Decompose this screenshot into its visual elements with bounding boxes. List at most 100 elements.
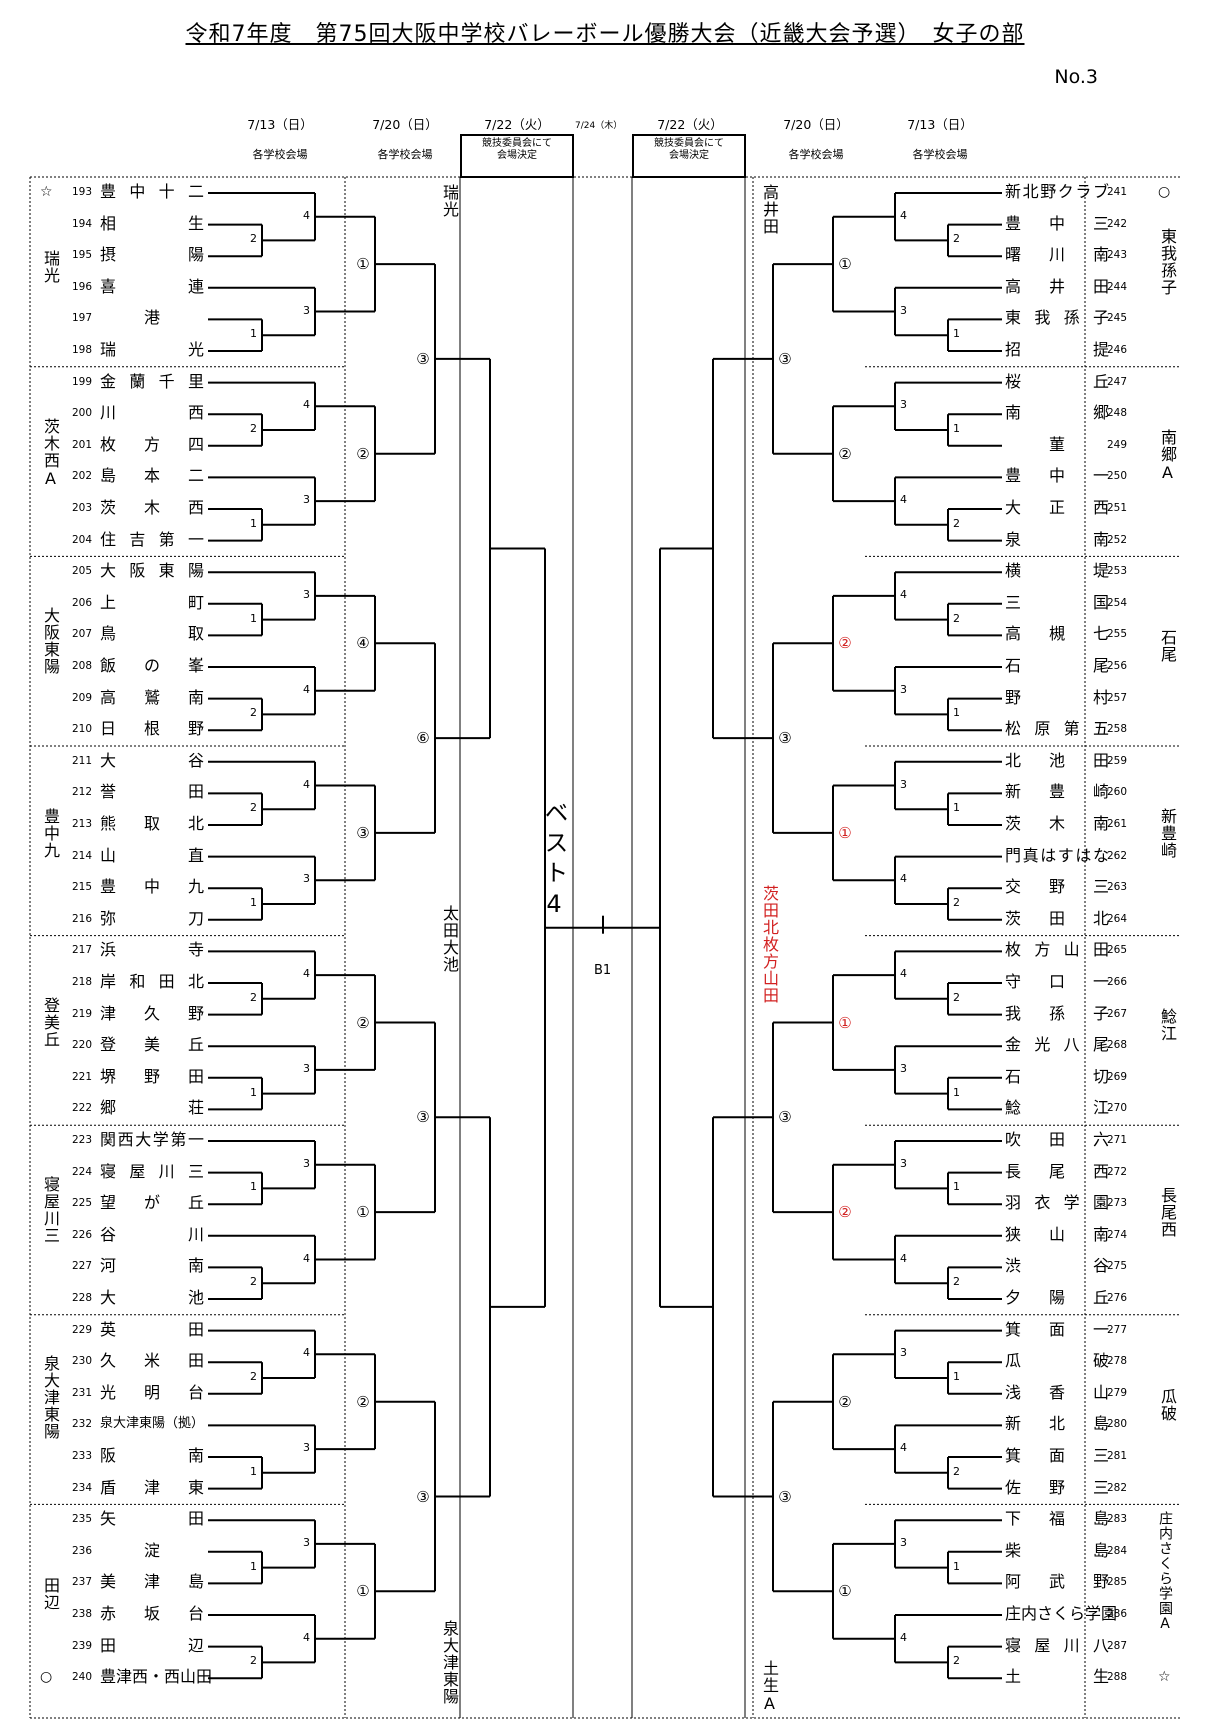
team-name: 石切	[1005, 1066, 1109, 1086]
team-name: 下福島	[1005, 1509, 1109, 1529]
team-name: 川西	[100, 403, 204, 423]
team-name: 吹田六	[1005, 1130, 1109, 1149]
team-name: 田辺	[100, 1635, 204, 1655]
block-host-label: 瑞光	[41, 250, 60, 284]
score: 3	[900, 1061, 907, 1075]
team-name: 横堤	[1005, 561, 1109, 581]
team-name: 摂陽	[100, 245, 204, 265]
team-name: 谷川	[100, 1224, 204, 1244]
team-number: 205	[72, 565, 93, 578]
team-name: 門真はすはな	[1005, 845, 1109, 865]
team-name: 茨木南	[1005, 814, 1109, 833]
team-number: 259	[1107, 754, 1128, 767]
team-number: 241	[1107, 186, 1128, 198]
round-number: ⑥	[416, 729, 430, 748]
team-name: 招提	[1005, 340, 1109, 359]
team-number: 256	[1107, 660, 1128, 672]
score: 2	[953, 990, 960, 1004]
team-number: 278	[1107, 1355, 1128, 1368]
date-right-r1: 7/13（日）	[907, 117, 973, 132]
mark-left-top: ☆	[40, 184, 53, 200]
round-number: ①	[838, 1582, 852, 1601]
mark-right-bottom: ☆	[1158, 1669, 1171, 1686]
team-number: 277	[1107, 1323, 1128, 1336]
team-name: 住吉第一	[100, 529, 204, 549]
team-name: 盾津東	[100, 1477, 204, 1497]
team-name: 金蘭千里	[100, 371, 204, 391]
team-name: 鳥取	[100, 624, 204, 644]
score: 3	[303, 1535, 310, 1549]
team-name: 大正西	[1005, 498, 1109, 517]
score: 1	[250, 611, 257, 625]
team-name: 豊津西・西山田	[100, 1667, 213, 1687]
team-name: 石尾	[1005, 656, 1109, 675]
team-name: 菫	[1048, 434, 1065, 454]
score: 1	[953, 327, 960, 341]
team-number: 282	[1107, 1481, 1128, 1494]
team-number: 206	[72, 596, 93, 609]
team-name: 港	[143, 308, 160, 328]
block-host-label: 南郷A	[1158, 428, 1177, 483]
date-right-r2: 7/20（日）	[783, 117, 849, 132]
team-number: 253	[1107, 565, 1128, 578]
team-number: 238	[72, 1608, 93, 1620]
venue-right-r1: 各学校会場	[912, 148, 968, 161]
team-number: 261	[1107, 818, 1128, 830]
team-number: 224	[72, 1165, 93, 1178]
score: 2	[953, 232, 960, 246]
score: 3	[900, 1156, 907, 1170]
team-name: 登美丘	[100, 1035, 204, 1055]
venue-right-r3: 競技委員会にて 会場決定	[632, 134, 746, 178]
team-name: 河南	[100, 1256, 204, 1276]
team-number: 213	[72, 818, 93, 830]
round-number: ②	[838, 1203, 852, 1222]
team-number: 247	[1107, 375, 1128, 388]
team-name: 高井田	[1005, 276, 1109, 296]
team-name: 津久野	[100, 1003, 204, 1023]
score: 4	[303, 777, 310, 791]
team-name: 誉田	[100, 782, 204, 802]
score: 4	[900, 208, 907, 222]
team-name: 岸和田北	[100, 972, 204, 991]
team-number: 271	[1107, 1134, 1128, 1146]
score: 2	[250, 801, 257, 815]
score: 4	[900, 1441, 907, 1455]
team-number: 232	[72, 1418, 93, 1431]
score: 4	[303, 1346, 310, 1360]
score: 1	[953, 801, 960, 815]
page-number: No.3	[1054, 66, 1098, 88]
team-name: 赤坂台	[100, 1604, 204, 1623]
team-name: 日根野	[100, 719, 204, 739]
score: 3	[900, 1346, 907, 1360]
team-number: 207	[72, 628, 93, 641]
team-name: 交野三	[1005, 877, 1109, 897]
round-number: ②	[356, 1392, 370, 1411]
score: 3	[303, 872, 310, 886]
mark-right-top: ○	[1158, 184, 1171, 200]
team-name: 寝屋川八	[1005, 1635, 1109, 1655]
team-number: 234	[72, 1481, 93, 1494]
team-name: 矢田	[100, 1509, 204, 1529]
team-name: 堺野田	[100, 1066, 204, 1086]
team-name: 浜寺	[100, 940, 204, 960]
score: 3	[900, 682, 907, 696]
block-host-label: 寝屋川三	[41, 1176, 60, 1244]
team-name: 箕面三	[1005, 1446, 1109, 1465]
team-number: 214	[72, 849, 93, 862]
team-name: 茨田北	[1005, 908, 1109, 928]
score: 2	[250, 232, 257, 246]
round-number: ②	[838, 634, 852, 653]
team-name: 守口一	[1005, 972, 1109, 991]
team-number: 218	[72, 976, 93, 988]
score: 4	[900, 493, 907, 507]
round-number: ①	[838, 1013, 852, 1032]
team-name: 阿武野	[1005, 1572, 1109, 1592]
score: 3	[303, 1061, 310, 1075]
round-number: ③	[778, 349, 792, 368]
team-number: 244	[1107, 280, 1128, 293]
team-name: 相生	[100, 213, 204, 233]
team-name: 松原第五	[1005, 719, 1109, 739]
block-host-label: 東我孫子	[1158, 228, 1177, 296]
team-number: 251	[1107, 502, 1128, 514]
team-number: 202	[72, 470, 93, 483]
